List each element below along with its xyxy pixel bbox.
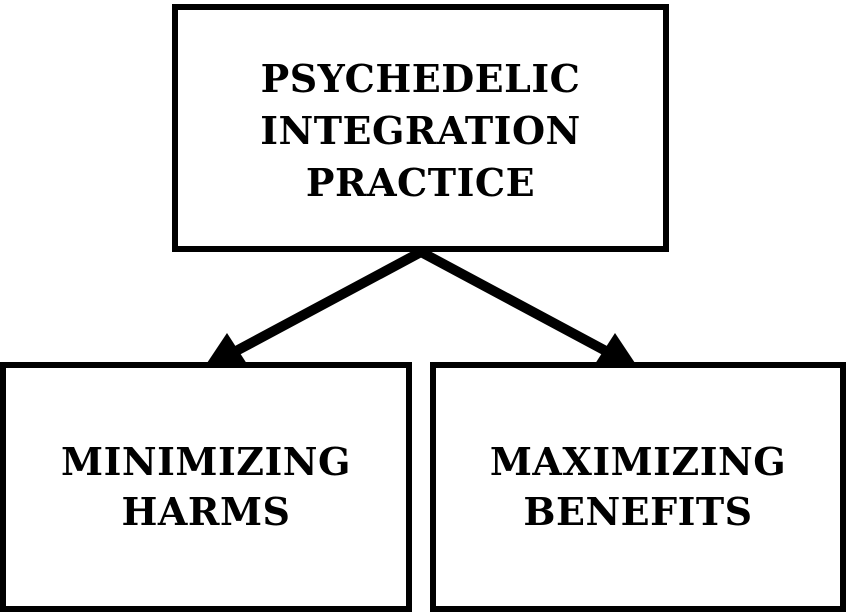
right-box-line-1: MAXIMIZING (489, 439, 787, 484)
left-box-line-1: MINIMIZING (61, 439, 351, 484)
top-box-line-1: PSYCHEDELIC (260, 56, 581, 101)
psychedelic-integration-practice-box: PSYCHEDELIC INTEGRATION PRACTICE (172, 4, 669, 252)
top-box-line-2: INTEGRATION (260, 108, 581, 153)
maximizing-benefits-box: MAXIMIZING BENEFITS (430, 362, 846, 612)
right-box-line-2: BENEFITS (523, 489, 753, 534)
arrow-to-minimizing-harms (205, 247, 426, 367)
arrow-to-maximizing-benefits (416, 247, 637, 367)
left-box-line-2: HARMS (121, 489, 291, 534)
top-box-line-3: PRACTICE (305, 160, 536, 205)
minimizing-harms-box: MINIMIZING HARMS (0, 362, 412, 612)
